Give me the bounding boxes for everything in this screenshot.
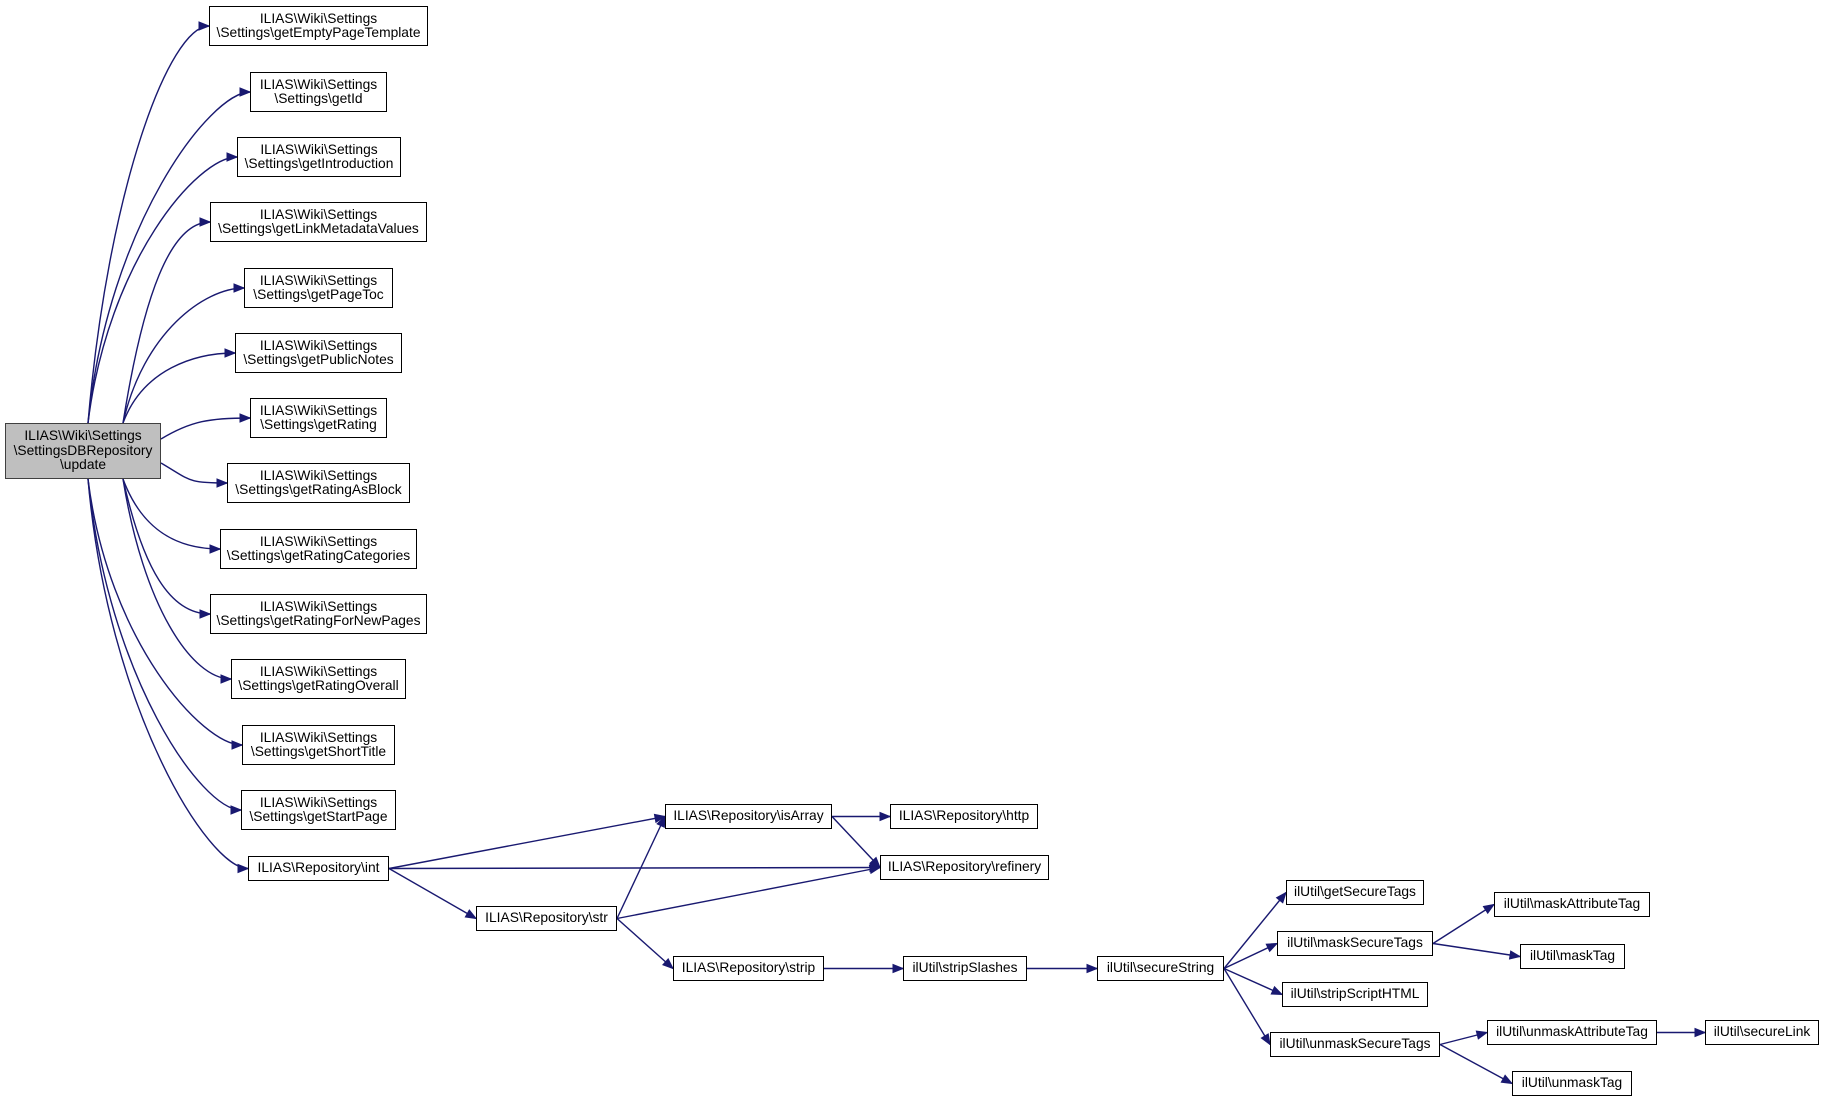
node-ilutil-unmaskattributetag[interactable]: ilUtil\unmaskAttributeTag [1487, 1020, 1657, 1045]
arrowhead-int-to-isArray [653, 813, 667, 824]
node-ilutil-getsecuretags[interactable]: ilUtil\getSecureTags [1286, 880, 1424, 905]
arrowhead-root-to-getPageToc [233, 283, 246, 293]
node-settings-getratingasblock[interactable]: ILIAS\Wiki\Settings \Settings\getRatingA… [227, 463, 410, 503]
edge-root-to-getPublicNotes [122, 352, 236, 424]
edge-str-to-isArray [616, 816, 666, 919]
node-repository-str[interactable]: ILIAS\Repository\str [476, 906, 617, 931]
edge-unmaskSecureTags-to-unmaskTag [1439, 1043, 1513, 1085]
arrowhead-root-to-getId [239, 87, 252, 97]
arrowhead-str-to-refinery [868, 864, 882, 875]
arrowhead-isArray-to-refinery [869, 856, 881, 869]
node-settings-getratingcategories[interactable]: ILIAS\Wiki\Settings \Settings\getRatingC… [220, 529, 417, 569]
node-settings-getrating[interactable]: ILIAS\Wiki\Settings \Settings\getRating [250, 398, 387, 438]
edge-root-to-getRating [160, 417, 251, 440]
arrowhead-root-to-int [237, 863, 250, 874]
edge-root-to-int [87, 478, 249, 870]
arrowhead-root-to-getRatingForNewPages [199, 609, 212, 619]
edge-str-to-strip [616, 917, 674, 970]
edge-str-to-refinery [616, 866, 881, 920]
node-root-settingsdbrepository-update: ILIAS\Wiki\Settings \SettingsDBRepositor… [5, 423, 161, 479]
arrowhead-secureString-to-stripScriptHTML [1270, 985, 1284, 996]
node-settings-getlinkmetadatavalues[interactable]: ILIAS\Wiki\Settings \Settings\getLinkMet… [210, 202, 427, 242]
arrowhead-root-to-getRatingAsBlock [216, 478, 229, 488]
node-repository-http[interactable]: ILIAS\Repository\http [890, 804, 1038, 829]
edge-isArray-to-refinery [831, 816, 881, 868]
node-ilutil-unmasktag[interactable]: ilUtil\unmaskTag [1512, 1071, 1632, 1096]
arrowhead-maskSecureTags-to-maskAttributeTag [1482, 903, 1496, 915]
edge-int-to-isArray [388, 815, 666, 870]
arrowhead-maskSecureTags-to-maskTag [1508, 950, 1522, 960]
arrowhead-root-to-getLinkMetadataValues [199, 217, 212, 227]
arrowhead-unmaskAttributeTag-to-secureLink [1694, 1027, 1707, 1038]
edge-secureString-to-stripScriptHTML [1223, 967, 1283, 996]
edge-int-to-str [388, 867, 477, 920]
arrowhead-root-to-getRating [239, 413, 252, 423]
arrowhead-int-to-str [464, 909, 478, 920]
arrowhead-root-to-getShortTitle [231, 740, 244, 750]
arrowhead-secureString-to-unmaskSecureTags [1260, 1033, 1271, 1046]
node-settings-getid[interactable]: ILIAS\Wiki\Settings \Settings\getId [250, 72, 387, 112]
arrowhead-strip-to-stripSlashes [892, 963, 905, 974]
node-settings-getpublicnotes[interactable]: ILIAS\Wiki\Settings \Settings\getPublicN… [235, 333, 402, 373]
edge-root-to-getLinkMetadataValues [122, 221, 211, 424]
node-ilutil-stripslashes[interactable]: ilUtil\stripSlashes [903, 956, 1027, 981]
edge-maskSecureTags-to-maskAttributeTag [1432, 903, 1495, 945]
edge-int-to-refinery [388, 866, 881, 870]
node-settings-getratingoverall[interactable]: ILIAS\Wiki\Settings \Settings\getRatingO… [231, 659, 406, 699]
node-settings-getstartpage[interactable]: ILIAS\Wiki\Settings \Settings\getStartPa… [241, 790, 396, 830]
arrowhead-root-to-getRatingCategories [209, 544, 222, 554]
arrowhead-unmaskSecureTags-to-unmaskTag [1500, 1074, 1514, 1085]
arrowhead-stripSlashes-to-secureString [1086, 963, 1099, 974]
arrowhead-root-to-getStartPage [230, 805, 243, 815]
arrowhead-secureString-to-maskSecureTags [1265, 942, 1279, 953]
edge-root-to-getRatingOverall [122, 478, 232, 680]
edge-root-to-getPageToc [122, 287, 245, 424]
node-repository-int[interactable]: ILIAS\Repository\int [248, 856, 389, 881]
node-repository-refinery[interactable]: ILIAS\Repository\refinery [880, 855, 1049, 880]
edge-root-to-getId [87, 91, 251, 424]
node-repository-strip[interactable]: ILIAS\Repository\strip [673, 956, 824, 981]
node-ilutil-maskattributetag[interactable]: ilUtil\maskAttributeTag [1494, 892, 1650, 917]
arrowhead-isArray-to-http [879, 811, 892, 822]
edge-maskSecureTags-to-maskTag [1432, 942, 1521, 958]
node-ilutil-stripscripthtml[interactable]: ilUtil\stripScriptHTML [1282, 982, 1428, 1007]
node-ilutil-securelink[interactable]: ilUtil\secureLink [1705, 1020, 1819, 1045]
arrowhead-root-to-getIntroduction [226, 152, 239, 162]
arrowhead-root-to-getEmptyPageTemplate [198, 21, 211, 31]
node-ilutil-masktag[interactable]: ilUtil\maskTag [1520, 944, 1625, 969]
edge-root-to-getRatingCategories [122, 478, 221, 550]
arrowhead-secureString-to-getSecureTags [1275, 891, 1287, 904]
arrowhead-str-to-isArray [656, 815, 666, 829]
edge-root-to-getEmptyPageTemplate [87, 25, 210, 424]
arrowhead-root-to-getPublicNotes [224, 348, 237, 358]
node-settings-getpagetoc[interactable]: ILIAS\Wiki\Settings \Settings\getPageToc [244, 268, 393, 308]
edge-secureString-to-unmaskSecureTags [1223, 968, 1271, 1045]
edge-root-to-getIntroduction [87, 156, 238, 424]
node-settings-getintroduction[interactable]: ILIAS\Wiki\Settings \Settings\getIntrodu… [237, 137, 401, 177]
node-ilutil-securestring[interactable]: ilUtil\secureString [1097, 956, 1224, 981]
edge-root-to-getRatingForNewPages [122, 478, 211, 615]
edge-root-to-getShortTitle [87, 478, 243, 746]
edge-secureString-to-getSecureTags [1223, 892, 1287, 969]
node-settings-getemptypagetemplate[interactable]: ILIAS\Wiki\Settings \Settings\getEmptyPa… [209, 6, 428, 46]
node-repository-isarray[interactable]: ILIAS\Repository\isArray [665, 804, 832, 829]
arrowhead-unmaskSecureTags-to-unmaskAttributeTag [1475, 1030, 1489, 1040]
node-settings-getratingfornewpages[interactable]: ILIAS\Wiki\Settings \Settings\getRatingF… [210, 594, 427, 634]
arrowhead-root-to-getRatingOverall [220, 674, 233, 684]
node-settings-getshorttitle[interactable]: ILIAS\Wiki\Settings \Settings\getShortTi… [242, 725, 395, 765]
node-ilutil-unmasksecuretags[interactable]: ilUtil\unmaskSecureTags [1270, 1032, 1440, 1057]
edge-root-to-getStartPage [87, 478, 242, 811]
node-ilutil-masksecuretags[interactable]: ilUtil\maskSecureTags [1277, 931, 1433, 956]
arrowhead-str-to-strip [662, 957, 675, 970]
